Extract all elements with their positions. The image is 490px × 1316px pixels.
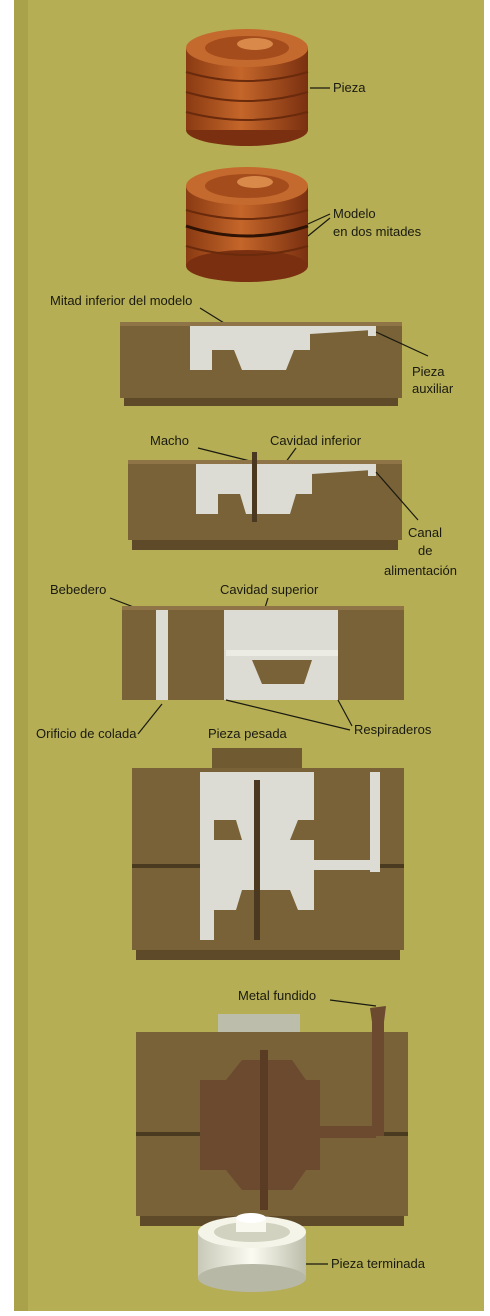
split-pattern-icon (185, 167, 309, 282)
label-modelo: Modelo (333, 206, 376, 221)
label-pieza-pesada: Pieza pesada (208, 726, 288, 741)
modelo-leader-bottom (307, 217, 331, 237)
label-bebedero: Bebedero (50, 582, 106, 597)
label-canal: Canal (408, 525, 442, 540)
label-canal-3: alimentación (384, 563, 457, 578)
orificio-leader (137, 703, 163, 735)
assembled-mold-step4 (132, 748, 404, 960)
modelo-leader-top (307, 213, 331, 225)
pattern-piece-icon (185, 29, 309, 146)
label-canal-2: de (418, 543, 432, 558)
label-modelo-2: en dos mitades (333, 224, 422, 239)
finished-part-icon (198, 1213, 306, 1292)
label-cavidad-inferior: Cavidad inferior (270, 433, 362, 448)
drag-flask-step1 (120, 322, 402, 406)
label-pieza-auxiliar: Pieza (412, 364, 445, 379)
label-pieza: Pieza (333, 80, 366, 95)
poured-mold-step5 (136, 1006, 408, 1226)
panel-left-shadow (14, 0, 28, 1311)
cope-flask-step3 (122, 606, 404, 700)
label-cavidad-superior: Cavidad superior (220, 582, 319, 597)
canal-leader (375, 471, 419, 521)
label-orificio-colada: Orificio de colada (36, 726, 137, 741)
drag-flask-step2 (128, 452, 402, 550)
label-respiraderos: Respiraderos (354, 722, 432, 737)
metal-fundido-leader (329, 999, 377, 1007)
macho-leader (197, 447, 255, 463)
label-macho: Macho (150, 433, 189, 448)
label-pieza-auxiliar-2: auxiliar (412, 381, 454, 396)
respiraderos-leader-b (337, 699, 353, 727)
label-metal-fundido: Metal fundido (238, 988, 316, 1003)
label-pieza-terminada: Pieza terminada (331, 1256, 426, 1271)
respiraderos-leader-a (225, 699, 351, 731)
label-mitad-inferior: Mitad inferior del modelo (50, 293, 192, 308)
pieza-auxiliar-leader (375, 331, 429, 357)
